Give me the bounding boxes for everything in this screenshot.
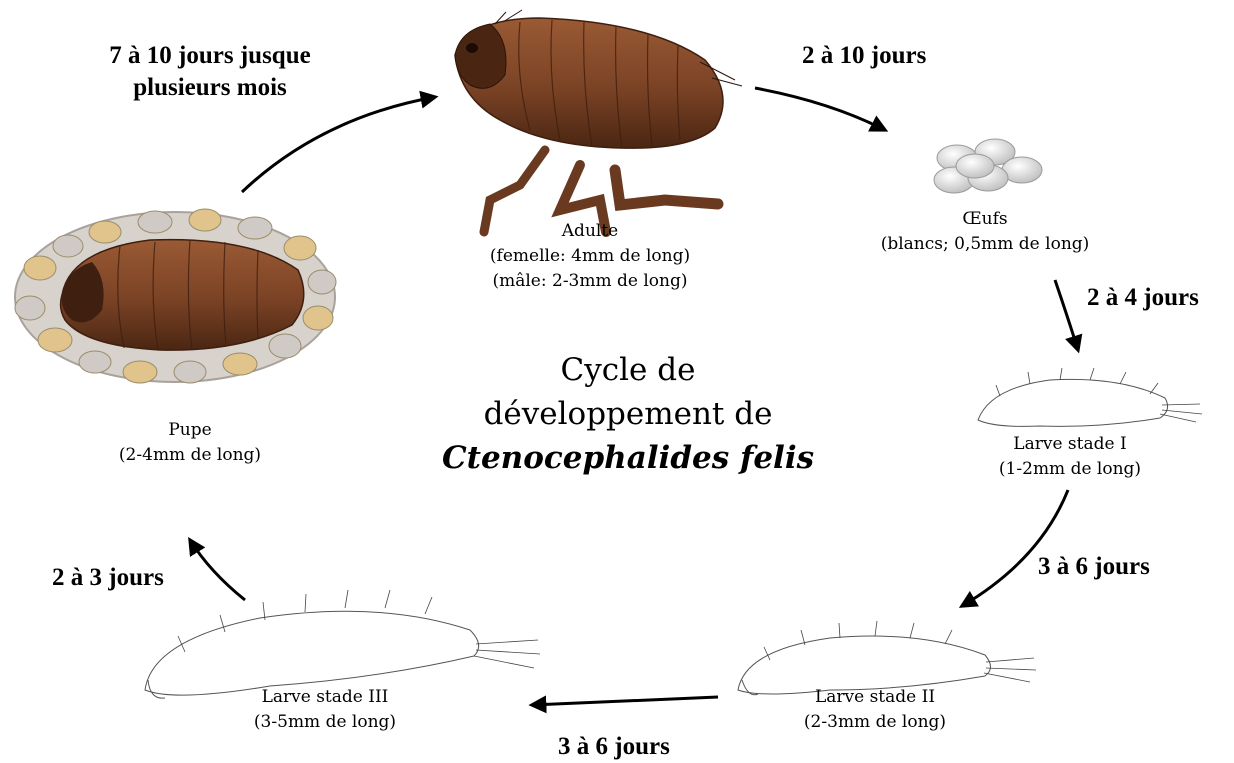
larva-3-name: Larve stade III [254, 685, 396, 710]
diagram-title: Cycle de développement de Ctenocephalide… [442, 348, 814, 480]
arrow-larva2-to-larva3 [532, 697, 718, 705]
larva-2-size: (2-3mm de long) [804, 710, 946, 735]
adult-male-size: (mâle: 2-3mm de long) [490, 269, 690, 294]
pupa-name: Pupe [119, 418, 261, 443]
eggs-image [934, 139, 1042, 193]
arrow-larva1-to-larva2 [962, 490, 1068, 606]
larva-1-size: (1-2mm de long) [999, 457, 1141, 482]
duration-pupa-to-adult-line-1: 7 à 10 jours jusque [85, 40, 335, 72]
larva-2-name: Larve stade II [804, 685, 946, 710]
eggs-name: Œufs [881, 207, 1090, 232]
eggs-caption: Œufs (blancs; 0,5mm de long) [881, 207, 1090, 257]
duration-eggs-to-larva-1: 2 à 4 jours [1087, 282, 1199, 314]
larva-stage-1-image [978, 368, 1202, 426]
arrow-pupa-to-adult [242, 97, 435, 192]
duration-larva-1-to-larva-2: 3 à 6 jours [1038, 551, 1150, 583]
duration-larva-2-to-larva-3: 3 à 6 jours [558, 731, 670, 763]
duration-pupa-to-adult: 7 à 10 jours jusque plusieurs mois [85, 40, 335, 104]
adult-female-size: (femelle: 4mm de long) [490, 244, 690, 269]
larva-3-caption: Larve stade III (3-5mm de long) [254, 685, 396, 735]
duration-pupa-to-adult-line-2: plusieurs mois [85, 72, 335, 104]
pupa-caption: Pupe (2-4mm de long) [119, 418, 261, 468]
larva-2-caption: Larve stade II (2-3mm de long) [804, 685, 946, 735]
pupa-cocoon-image [15, 209, 336, 383]
larva-1-name: Larve stade I [999, 432, 1141, 457]
adult-flea-image [455, 10, 742, 232]
arrow-eggs-to-larva1 [1055, 280, 1078, 350]
adult-caption: Adulte (femelle: 4mm de long) (mâle: 2-3… [490, 219, 690, 294]
larva-1-caption: Larve stade I (1-2mm de long) [999, 432, 1141, 482]
duration-larva-3-to-pupa: 2 à 3 jours [52, 562, 164, 594]
duration-adult-to-eggs: 2 à 10 jours [802, 40, 926, 72]
title-line-1: Cycle de [442, 348, 814, 392]
larva-stage-2-image [738, 621, 1036, 695]
title-line-2: développement de [442, 392, 814, 436]
larva-3-size: (3-5mm de long) [254, 710, 396, 735]
arrow-larva3-to-pupa [190, 540, 245, 600]
pupa-size: (2-4mm de long) [119, 443, 261, 468]
arrow-adult-to-eggs [755, 88, 885, 130]
eggs-detail: (blancs; 0,5mm de long) [881, 232, 1090, 257]
species-name: Ctenocephalides felis [442, 436, 814, 480]
larva-stage-3-image [145, 590, 540, 698]
adult-name: Adulte [490, 219, 690, 244]
